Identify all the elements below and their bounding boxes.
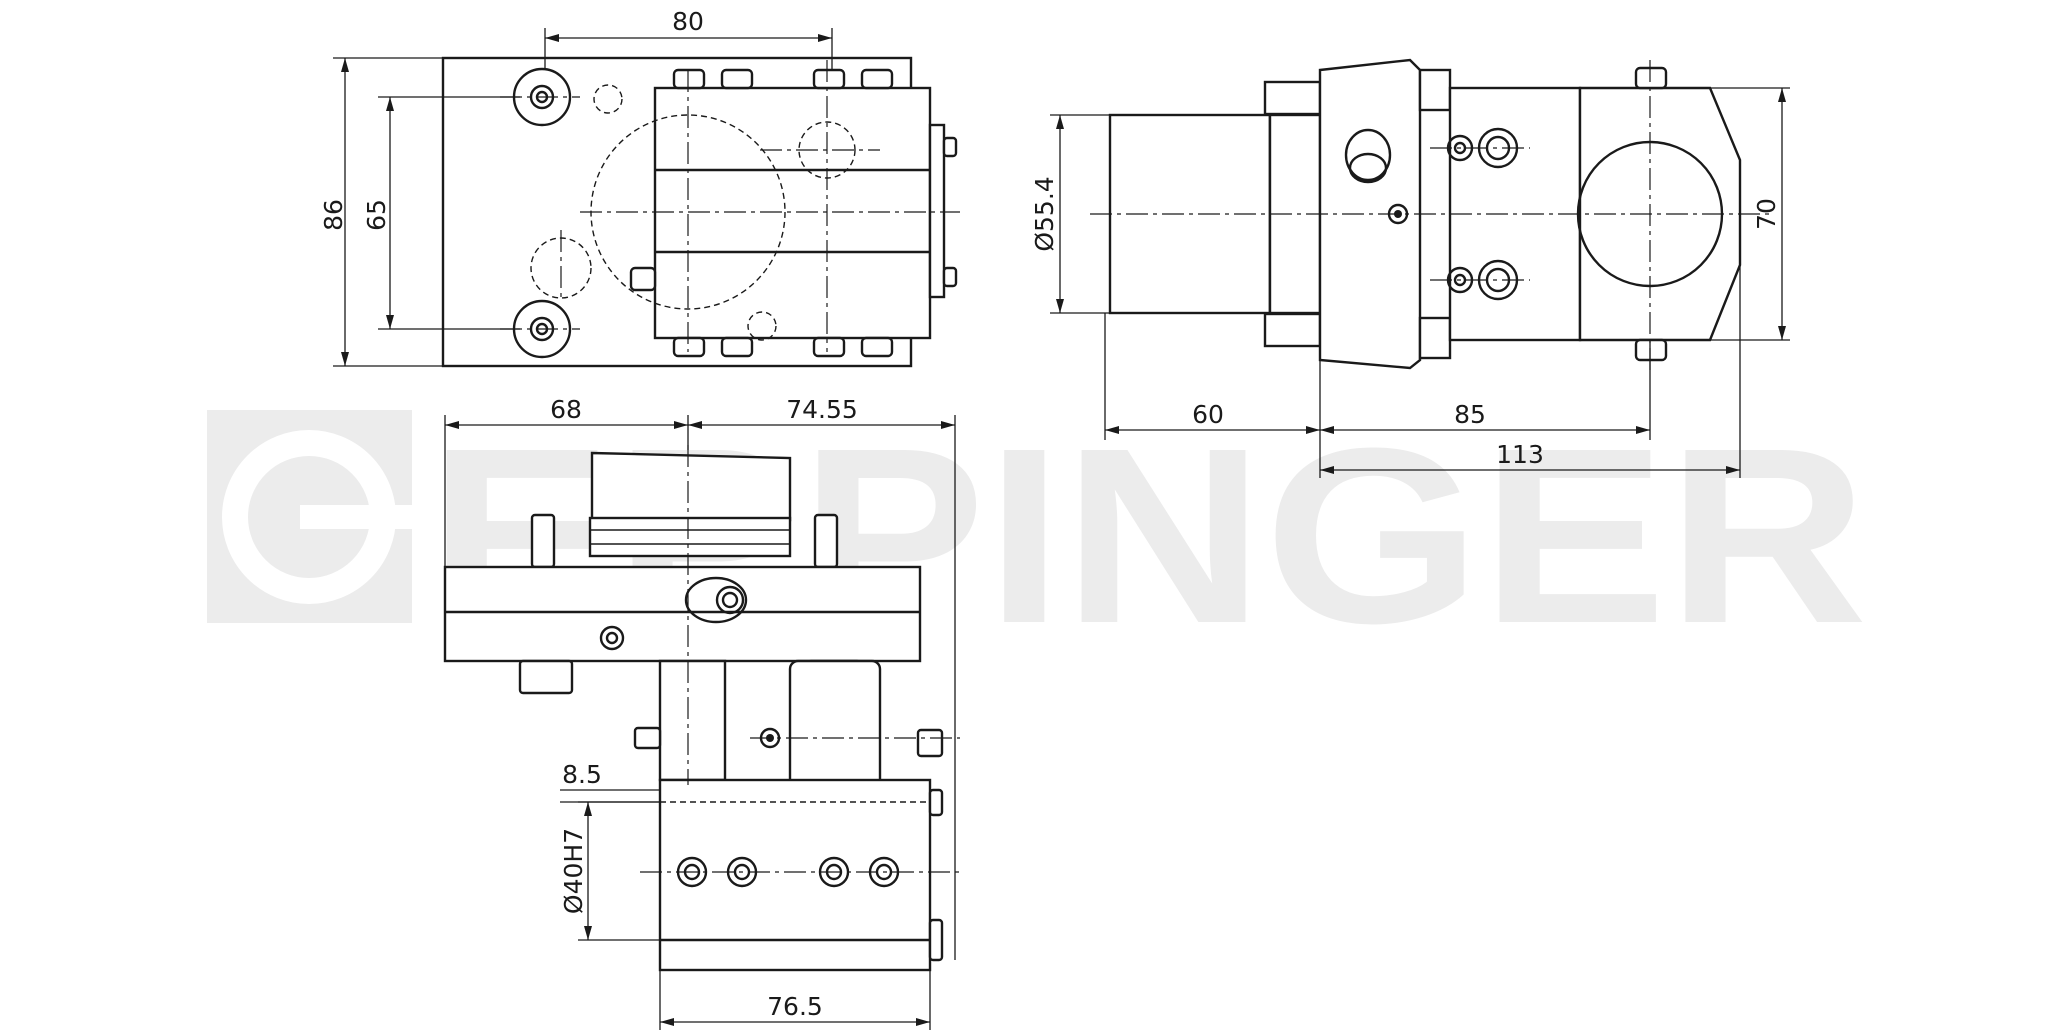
dim-top-height-inner: 65 xyxy=(362,199,391,231)
side-view xyxy=(1090,58,1770,372)
dim-side-spindle-diameter: Ø55.4 xyxy=(1030,176,1059,251)
top-view-tool-block xyxy=(653,86,932,340)
front-view-spindle-cap xyxy=(590,451,792,522)
dim-front-step: 8.5 xyxy=(562,760,602,789)
dim-front-left-offset: 68 xyxy=(550,395,582,424)
dim-side-total-length: 113 xyxy=(1496,440,1544,469)
dim-front-bore: Ø40H7 xyxy=(559,828,588,914)
top-view-right-lug xyxy=(928,123,946,299)
dim-front-bottom-width: 76.5 xyxy=(767,992,823,1021)
top-view xyxy=(441,56,960,368)
dim-side-spindle-length: 60 xyxy=(1192,400,1224,429)
watermark-logo-bar xyxy=(300,505,412,529)
dim-side-height: 70 xyxy=(1752,198,1781,230)
front-view-dimensions: 68 74.55 8.5 Ø40H7 76.5 xyxy=(444,395,956,1030)
top-view-clamp-bolts xyxy=(672,68,894,358)
front-view-base-plate xyxy=(443,565,922,663)
dim-top-height-outer: 86 xyxy=(319,199,348,231)
top-view-dimensions: 80 86 65 xyxy=(319,7,833,367)
dim-front-right-offset: 74.55 xyxy=(786,395,858,424)
dim-top-width: 80 xyxy=(672,7,704,36)
side-view-dimensions: Ø55.4 70 60 85 113 xyxy=(1030,87,1790,478)
front-view xyxy=(443,445,960,972)
front-view-holder xyxy=(658,659,727,782)
dim-side-mid-length: 85 xyxy=(1454,400,1486,429)
